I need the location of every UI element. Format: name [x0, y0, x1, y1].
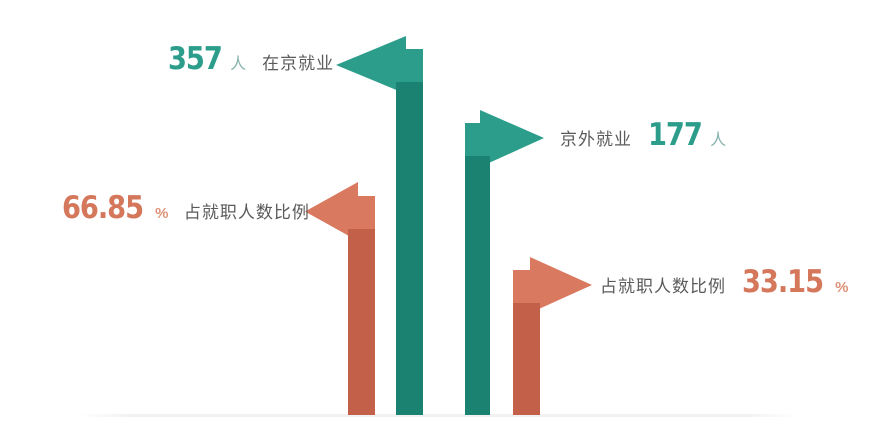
bar-group-ratio-beijing [305, 182, 375, 415]
outside-ratio-unit: % [835, 279, 848, 296]
label-outside-ratio: 占就职人数比例 33.15 % [600, 267, 848, 298]
beijing-count-value: 357 [168, 41, 223, 77]
outside-count-value: 177 [648, 117, 703, 153]
arrow-head-left-teal [336, 36, 406, 94]
arrow-head-right-teal [480, 110, 544, 167]
outside-ratio-caption: 占就职人数比例 [600, 277, 726, 296]
label-beijing-count: 357 人 在京就业 [168, 44, 334, 75]
chart-baseline [78, 414, 798, 417]
outside-ratio-value: 33.15 [742, 264, 824, 300]
arrow-head-left-orange [305, 182, 358, 241]
beijing-count-unit: 人 [230, 56, 247, 73]
bar-shaft-count-outside [465, 156, 490, 415]
bar-group-count-beijing [336, 36, 423, 415]
arrow-head-right-orange [530, 257, 592, 313]
arrow-elbow-orange-right [513, 270, 540, 313]
outside-count-caption: 京外就业 [560, 130, 632, 149]
beijing-ratio-value: 66.85 [62, 190, 144, 226]
bar-shaft-ratio-outside [513, 303, 540, 415]
label-outside-count: 京外就业 177 人 [560, 120, 726, 151]
bar-shaft-count-beijing [396, 82, 423, 415]
beijing-count-caption: 在京就业 [262, 54, 335, 73]
beijing-ratio-caption: 占就职人数比例 [183, 203, 310, 222]
bar-shaft-ratio-beijing [348, 229, 375, 415]
bar-group-ratio-outside [513, 257, 592, 415]
bar-group-count-outside [465, 110, 544, 415]
outside-count-unit: 人 [710, 132, 727, 149]
beijing-ratio-unit: % [155, 205, 168, 222]
label-beijing-ratio: 66.85 % 占就职人数比例 [62, 193, 310, 224]
